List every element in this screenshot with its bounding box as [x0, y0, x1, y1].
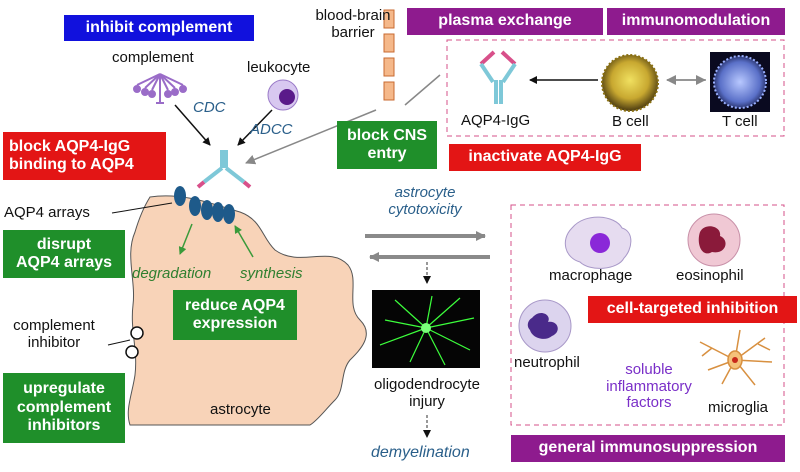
demyelination-label: demyelination	[371, 444, 470, 461]
upregulate-line3: inhibitors	[27, 417, 101, 435]
eosinophil-icon	[687, 213, 741, 267]
aqp4-channel-icon	[223, 204, 235, 224]
neutrophil-label: neutrophil	[514, 354, 580, 371]
general-immunosuppression-label: general immunosuppression	[511, 435, 785, 462]
oligodendrocyte-label: oligodendrocyte injury	[364, 376, 490, 410]
complement-inhibitor-icon	[130, 326, 144, 340]
astrocyte-label: astrocyte	[210, 401, 271, 418]
disrupt-aqp4-label: disrupt AQP4 arrays	[3, 230, 125, 278]
aqp4-arrays-pointer	[111, 202, 173, 214]
t-cell-icon	[710, 52, 770, 112]
upregulate-line2: complement	[16, 398, 112, 416]
complement-inhibitor-line2: inhibitor	[27, 333, 81, 351]
antibody-icon	[196, 150, 252, 189]
inactivate-aqp4-label: inactivate AQP4-IgG	[449, 144, 641, 171]
b-cell-icon	[601, 54, 659, 112]
leukocyte-label: leukocyte	[247, 59, 311, 76]
disrupt-line1: disrupt	[36, 235, 92, 253]
bbb-label-line2: barrier	[331, 23, 375, 41]
upregulate-line1: upregulate	[23, 380, 105, 398]
soluble-line3: factors	[626, 394, 672, 411]
bbb-label: blood-brain barrier	[312, 7, 394, 41]
block-cns-entry-label: block CNS entry	[337, 121, 437, 169]
complement-icon	[133, 73, 187, 104]
arrow-bbb-to-antibody	[245, 109, 377, 165]
inhibit-complement-label: inhibit complement	[64, 15, 254, 41]
oligo-line2: injury	[409, 392, 445, 410]
reduce-line1: reduce AQP4	[185, 296, 285, 314]
bbb-segment-icon	[383, 57, 395, 77]
macrophage-label: macrophage	[549, 267, 633, 284]
aqp4-channel-icon	[189, 196, 201, 216]
macrophage-icon	[564, 216, 632, 269]
bbb-segment-icon	[383, 9, 395, 29]
leukocyte-icon	[267, 79, 299, 111]
plasma-exchange-label: plasma exchange	[407, 8, 603, 35]
disrupt-line2: AQP4 arrays	[15, 254, 113, 271]
soluble-line2: inflammatory	[606, 377, 692, 395]
block-aqp4-line2: binding to AQP4	[9, 156, 134, 173]
upregulate-label: upregulate complement inhibitors	[3, 373, 125, 443]
b-cell-label: B cell	[612, 113, 649, 130]
astrocyte-cytotoxicity-label: astrocyte cytotoxicity	[365, 184, 485, 218]
reduce-line2: expression	[192, 315, 278, 332]
complement-inhibitor-label: complement inhibitor	[0, 317, 108, 351]
reduce-aqp4-label: reduce AQP4 expression	[173, 290, 297, 340]
aqp4-igg-label: AQP4-IgG	[461, 112, 531, 129]
block-cns-line1: block CNS	[346, 126, 427, 144]
arrow-bbb-in	[404, 74, 441, 106]
astro-cyto-line1: astrocyte	[394, 184, 456, 201]
block-aqp4-line1: block AQP4-IgG	[9, 137, 131, 155]
arrow-synthesis	[234, 225, 254, 258]
complement-inhibitor-line1: complement	[13, 317, 95, 334]
bbb-segment-icon	[383, 33, 395, 53]
aqp4-arrays-group	[174, 186, 235, 224]
neutrophil-icon	[518, 299, 572, 353]
aqp4-channel-icon	[212, 202, 224, 222]
eosinophil-label: eosinophil	[676, 267, 744, 284]
t-cell-label: T cell	[722, 113, 758, 130]
adcc-label: ADCC	[250, 121, 293, 138]
aqp4-arrays-label: AQP4 arrays	[4, 204, 90, 221]
bbb-label-line1: blood-brain	[315, 7, 391, 24]
aqp4-channel-icon	[174, 186, 186, 206]
synthesis-label: synthesis	[240, 265, 303, 282]
arrow-adcc	[237, 109, 273, 146]
block-aqp4-label: block AQP4-IgG binding to AQP4	[3, 132, 166, 180]
bbb-segments	[383, 9, 395, 101]
oligo-line1: oligodendrocyte	[374, 376, 480, 393]
arrow-cdc	[174, 104, 211, 146]
complement-inhibitor-icon	[125, 345, 139, 359]
aqp4-channel-icon	[201, 200, 213, 220]
bbb-segment-icon	[383, 81, 395, 101]
arrow-degradation	[178, 223, 193, 255]
antibody-icon	[479, 50, 517, 104]
oligodendrocyte-image	[372, 290, 480, 368]
block-cns-line2: entry	[367, 145, 407, 162]
microglia-label: microglia	[708, 399, 769, 416]
complement-label: complement	[112, 49, 194, 66]
soluble-factors-label: soluble inflammatory factors	[604, 361, 694, 412]
microglia-icon	[699, 329, 773, 386]
complement-inhibitor-pointer	[107, 339, 131, 346]
cdc-label: CDC	[193, 99, 226, 116]
soluble-line1: soluble	[625, 361, 673, 378]
degradation-label: degradation	[132, 265, 212, 282]
astro-cyto-line2: cytotoxicity	[388, 200, 462, 218]
immunomodulation-label: immunomodulation	[607, 8, 785, 35]
cell-targeted-label: cell-targeted inhibition	[588, 296, 797, 323]
